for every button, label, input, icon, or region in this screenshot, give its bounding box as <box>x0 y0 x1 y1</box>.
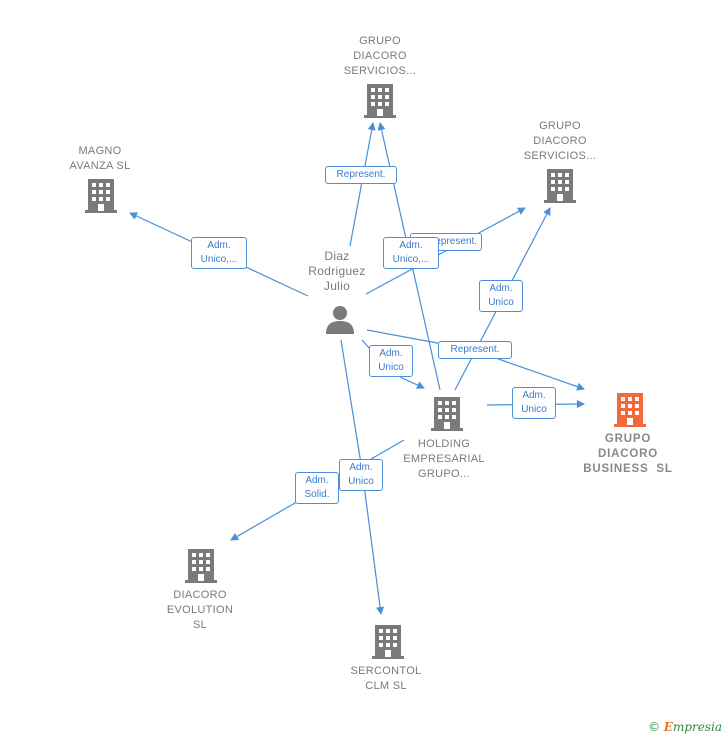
edge-person-grupo-top-a <box>349 122 376 247</box>
node-label: AVANZA SL <box>69 160 131 172</box>
badge-text: Adm. <box>522 390 546 401</box>
badge-text: Represent. <box>450 344 500 355</box>
node-grupo-diacoro-servicios-top[interactable]: GRUPO DIACORO SERVICIOS... <box>320 34 440 79</box>
edge-badge-represent[interactable]: Represent. <box>325 166 397 184</box>
node-sercontol-clm[interactable]: SERCONTOL CLM SL <box>326 664 446 694</box>
node-label: MAGNO <box>78 145 122 157</box>
building-icon <box>364 84 396 118</box>
node-person-diaz-rodriguez-julio[interactable]: Diaz Rodriguez Julio <box>287 249 387 294</box>
node-label: GRUPO <box>359 35 401 47</box>
node-label: DIACORO <box>598 448 658 460</box>
node-grupo-diacoro-business[interactable]: GRUPO DIACORO BUSINESS SL <box>568 432 688 477</box>
badge-text: Adm. <box>489 283 513 294</box>
building-icon <box>185 549 217 583</box>
edge-badge-adm-solid[interactable]: Adm. Solid. <box>295 472 339 504</box>
building-icon <box>544 169 576 203</box>
badge-text: Represent. <box>336 169 386 180</box>
node-label: SERVICIOS... <box>343 65 417 77</box>
node-label: DIACORO <box>353 50 407 62</box>
badge-text: Solid. <box>304 489 330 500</box>
badge-text: Unico <box>488 297 514 308</box>
node-diacoro-evolution[interactable]: DIACORO EVOLUTION SL <box>140 588 260 633</box>
edge-badge-adm-unico[interactable]: Adm. Unico <box>339 459 383 491</box>
node-label: HOLDING <box>417 438 471 450</box>
badge-text: Unico,... <box>200 254 238 265</box>
empresia-credit[interactable]: © Empresia <box>648 720 722 734</box>
edge-badge-adm-unico[interactable]: Adm. Unico <box>369 345 413 377</box>
building-icon <box>614 393 646 427</box>
building-icon <box>431 397 463 431</box>
edge-badge-represent[interactable]: Represent. <box>438 341 512 359</box>
badge-text: Unico <box>521 404 547 415</box>
badge-text: Adm. <box>399 240 423 251</box>
edge-badge-adm-unico[interactable]: Adm. Unico <box>479 280 523 312</box>
node-label: DIACORO <box>173 589 227 601</box>
node-label: GRUPO <box>539 120 581 132</box>
node-label: SERCONTOL <box>350 665 422 677</box>
copyright-icon: © <box>647 720 660 734</box>
badge-text: Adm. <box>379 348 403 359</box>
person-icon <box>326 306 354 334</box>
edge-badge-adm-unico[interactable]: Adm. Unico,... <box>191 237 247 269</box>
node-label: SERVICIOS... <box>523 150 597 162</box>
building-icon <box>372 625 404 659</box>
node-label: CLM SL <box>365 680 407 692</box>
badge-text: Adm. <box>305 475 329 486</box>
badge-text: Represent. <box>428 236 477 247</box>
badge-text: Unico <box>348 476 374 487</box>
node-label: Rodriguez <box>308 264 366 278</box>
node-label: EVOLUTION <box>166 604 234 616</box>
node-label: BUSINESS SL <box>583 463 673 475</box>
edge-badge-adm-unico[interactable]: Adm. Unico <box>512 387 556 419</box>
badge-text: Adm. <box>207 240 231 251</box>
node-label: GRUPO... <box>418 468 470 480</box>
badge-text: Unico <box>378 362 404 373</box>
node-label: GRUPO <box>604 433 652 445</box>
node-label: SL <box>192 619 208 631</box>
brand-name: mpresia <box>672 720 722 734</box>
node-grupo-diacoro-servicios-right[interactable]: GRUPO DIACORO SERVICIOS... <box>500 119 620 164</box>
node-label: EMPRESARIAL <box>403 453 485 465</box>
node-holding-empresarial-grupo[interactable]: HOLDING EMPRESARIAL GRUPO... <box>384 437 504 482</box>
building-icon <box>85 179 117 213</box>
badge-text: Unico,... <box>392 254 430 265</box>
edge-badge-adm-unico[interactable]: Adm. Unico,... <box>383 237 439 269</box>
edge-person-grupo-right <box>365 207 526 295</box>
node-label: Diaz <box>324 249 350 263</box>
node-label: Julio <box>323 279 351 293</box>
node-magno-avanza[interactable]: MAGNO AVANZA SL <box>40 144 160 174</box>
brand-initial: E <box>663 720 673 734</box>
badge-text: Adm. <box>349 462 373 473</box>
node-label: DIACORO <box>533 135 587 147</box>
